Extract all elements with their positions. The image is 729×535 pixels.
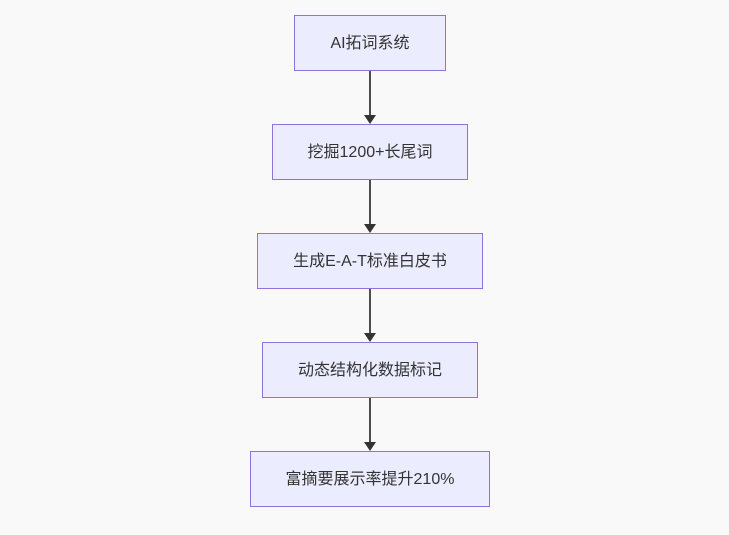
arrow-down-icon [364, 333, 376, 342]
flow-node-structured-data: 动态结构化数据标记 [262, 342, 479, 398]
arrow-down-icon [364, 115, 376, 124]
arrow-connector [363, 398, 377, 451]
flow-node-ai-system: AI拓词系统 [294, 15, 446, 71]
arrow-connector [363, 289, 377, 342]
flow-node-rich-snippet-result: 富摘要展示率提升210% [249, 451, 491, 507]
arrow-connector [363, 71, 377, 124]
arrow-down-icon [364, 224, 376, 233]
arrow-line [369, 180, 371, 224]
arrow-line [369, 398, 371, 442]
arrow-line [369, 289, 371, 333]
flow-node-eat-whitepaper: 生成E-A-T标准白皮书 [257, 233, 483, 289]
arrow-down-icon [364, 442, 376, 451]
arrow-connector [363, 180, 377, 233]
flow-node-longtail-keywords: 挖掘1200+长尾词 [271, 124, 469, 180]
arrow-line [369, 71, 371, 115]
